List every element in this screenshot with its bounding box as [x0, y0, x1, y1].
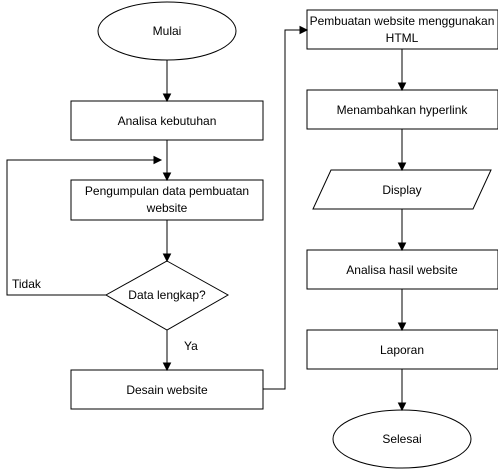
start-label: Mulai [153, 24, 182, 38]
edge-design-to-html-build [263, 25, 309, 390]
edge-result-analysis-to-report [397, 289, 407, 332]
edge-report-to-end [397, 369, 407, 412]
result-analysis-label: Analisa hasil website [346, 263, 458, 277]
data-complete-decision-label: Data lengkap? [128, 288, 206, 302]
result-analysis-node: Analisa hasil website [306, 249, 498, 290]
display-label: Display [382, 183, 421, 197]
edge-start-to-needs-analysis [162, 60, 172, 103]
edge-label-yes: Ya [184, 339, 198, 353]
design-label: Desain website [126, 383, 208, 397]
end-node: Selesai [332, 409, 472, 469]
data-collection-label-line1: Pengumpulan data pembuatan [85, 184, 249, 198]
edge-decision-no-loop [6, 155, 163, 296]
edge-hyperlink-to-display [397, 129, 407, 172]
display-node: Display [312, 169, 492, 210]
html-build-label-line1: Pembuatan website menggunakan [310, 14, 495, 28]
html-build-node: Pembuatan website menggunakan HTML [306, 9, 498, 50]
edge-display-to-result-analysis [397, 209, 407, 252]
edge-html-build-to-hyperlink [397, 49, 407, 92]
edge-label-no: Tidak [12, 277, 42, 291]
report-label: Laporan [380, 343, 424, 357]
needs-analysis-node: Analisa kebutuhan [70, 100, 264, 141]
edge-data-collection-to-decision [162, 220, 172, 263]
hyperlink-node: Menambahkan hyperlink [306, 89, 498, 130]
end-label: Selesai [382, 432, 421, 446]
data-collection-label-line2: website [146, 201, 188, 215]
needs-analysis-label: Analisa kebutuhan [118, 114, 217, 128]
data-complete-decision: Data lengkap? [104, 260, 230, 331]
edge-decision-yes-to-design [162, 330, 172, 372]
edge-needs-analysis-to-data-collection [162, 140, 172, 182]
html-build-label-line2: HTML [386, 31, 419, 45]
hyperlink-label: Menambahkan hyperlink [337, 103, 469, 117]
report-node: Laporan [306, 329, 498, 370]
start-node: Mulai [97, 1, 237, 61]
data-collection-node: Pengumpulan data pembuatan website [70, 179, 264, 221]
design-node: Desain website [70, 369, 264, 410]
